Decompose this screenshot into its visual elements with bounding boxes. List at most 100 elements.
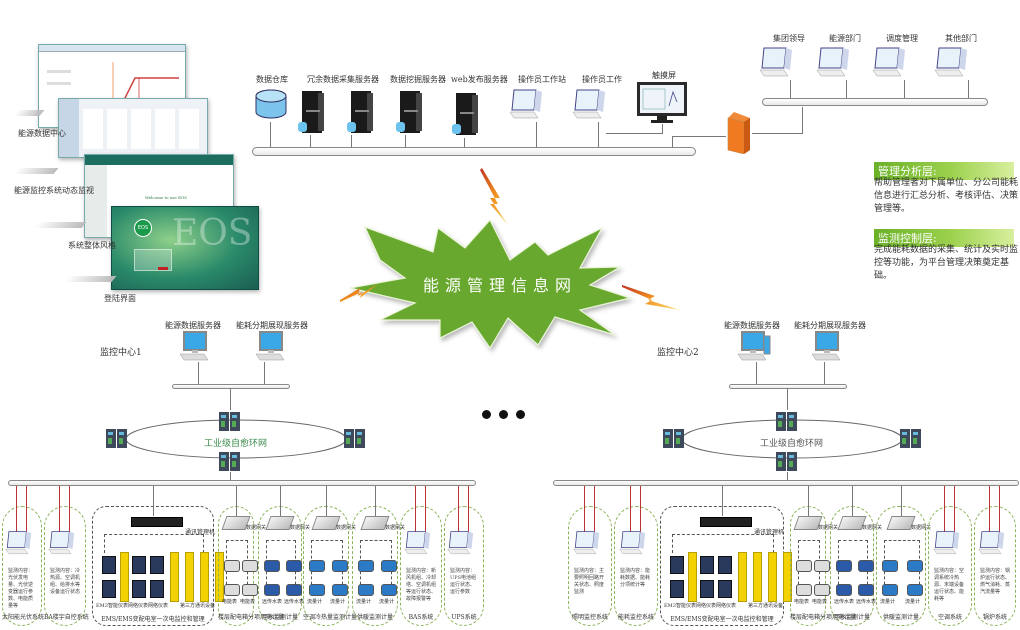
meter-device-icon[interactable] [814,584,830,596]
device-bar[interactable] [768,552,777,602]
meter-icon[interactable] [132,556,146,574]
subsystem-box[interactable] [44,506,86,626]
department-pc-icon[interactable] [815,46,855,80]
device-group-label: 第三方通讯设备 [748,603,784,609]
meter-device-icon[interactable] [286,584,302,596]
meter-device-icon[interactable] [332,560,348,572]
industrial-switch-icon[interactable] [774,410,800,432]
subsystem-box[interactable] [444,506,484,626]
screenshot-energy-monitor[interactable] [58,98,208,158]
device-bar[interactable] [185,552,194,602]
meter-icon[interactable] [150,580,164,598]
meter-icon[interactable] [670,556,684,574]
lightning-bolt-icon [622,285,680,310]
screenshot-login[interactable]: EOS EOS [111,206,259,290]
device-bar[interactable] [688,552,697,602]
meter-device-icon[interactable] [286,560,302,572]
meter-device-icon[interactable] [836,560,852,572]
server-pc-icon[interactable] [808,330,848,364]
meter-icon[interactable] [700,556,714,574]
workstation-icon[interactable] [571,88,611,122]
meter-device-icon[interactable] [242,560,258,572]
industrial-switch-icon[interactable] [898,427,924,449]
device-bar[interactable] [783,552,792,602]
meter-device-icon[interactable] [796,584,812,596]
workstation-icon[interactable] [618,530,650,561]
meter-device-icon[interactable] [381,584,397,596]
server-pc-icon[interactable] [252,330,292,364]
industrial-switch-icon[interactable] [217,410,243,432]
server-pc-icon[interactable] [176,330,216,364]
meter-icon[interactable] [150,556,164,574]
meter-device-icon[interactable] [882,584,898,596]
workstation-icon[interactable] [508,88,548,122]
meter-icon[interactable] [132,580,146,598]
firewall-icon[interactable] [726,112,752,154]
device-bar[interactable] [200,552,209,602]
subsystem-box[interactable] [400,506,442,626]
subsystem-box[interactable] [568,506,612,626]
meter-icon[interactable] [102,580,116,598]
department-pc-icon[interactable] [871,46,911,80]
workstation-icon[interactable] [403,530,435,561]
meter-icon[interactable] [102,556,116,574]
device-bar[interactable] [215,552,224,602]
device-bar[interactable] [120,552,129,602]
subsystem-box[interactable] [2,506,42,626]
device-bar[interactable] [753,552,762,602]
meter-device-icon[interactable] [882,560,898,572]
meter-device-icon[interactable] [309,560,325,572]
workstation-icon[interactable] [977,530,1009,561]
workstation-icon[interactable] [572,530,604,561]
meter-device-icon[interactable] [358,560,374,572]
meter-device-icon[interactable] [242,584,258,596]
meter-device-icon[interactable] [381,560,397,572]
meter-device-icon[interactable] [858,560,874,572]
comm-manager-icon[interactable] [131,517,183,527]
server-icon[interactable] [298,90,328,136]
subsystem-box[interactable] [928,506,972,626]
workstation-icon[interactable] [47,530,79,561]
industrial-switch-icon[interactable] [774,450,800,472]
meter-icon[interactable] [718,580,732,598]
workstation-icon[interactable] [4,530,36,561]
industrial-switch-icon[interactable] [104,427,130,449]
industrial-switch-icon[interactable] [342,427,368,449]
meter-device-icon[interactable] [264,584,280,596]
device-bar[interactable] [170,552,179,602]
department-pc-icon[interactable] [933,46,973,80]
device-bar[interactable] [738,552,747,602]
workstation-icon[interactable] [932,530,964,561]
subsystem-box[interactable] [614,506,658,626]
meter-icon[interactable] [718,556,732,574]
login-form[interactable] [134,249,172,271]
login-button[interactable] [158,267,168,270]
department-pc-icon[interactable] [758,46,798,80]
meter-device-icon[interactable] [309,584,325,596]
industrial-switch-icon[interactable] [661,427,687,449]
server-pc-icon[interactable] [734,330,774,364]
server-icon[interactable] [347,90,377,136]
meter-device-icon[interactable] [907,584,923,596]
industrial-switch-icon[interactable] [217,450,243,472]
meter-device-icon[interactable] [836,584,852,596]
subsystem-box[interactable] [974,506,1016,626]
meter-device-icon[interactable] [264,560,280,572]
meter-device-icon[interactable] [358,584,374,596]
meter-icon[interactable] [670,580,684,598]
comm-manager-icon[interactable] [700,517,752,527]
server-icon[interactable] [396,90,426,136]
meter-device-icon[interactable] [332,584,348,596]
touchscreen-icon[interactable] [635,80,689,124]
meter-device-icon[interactable] [907,560,923,572]
meter-device-icon[interactable] [814,560,830,572]
meter-icon[interactable] [700,580,714,598]
workstation-icon[interactable] [446,530,478,561]
connector-line [787,472,788,482]
meter-device-icon[interactable] [858,584,874,596]
database-icon[interactable] [254,88,288,122]
meter-device-icon[interactable] [224,560,240,572]
meter-device-icon[interactable] [224,584,240,596]
server-icon[interactable] [452,92,482,138]
meter-device-icon[interactable] [796,560,812,572]
